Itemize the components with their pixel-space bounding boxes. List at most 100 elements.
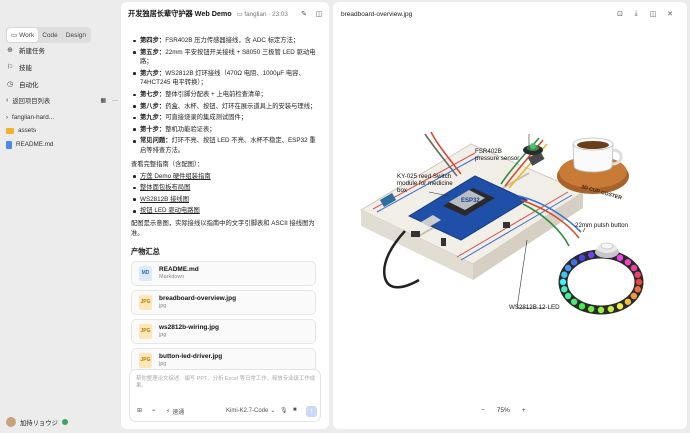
usb-cable <box>382 230 420 289</box>
zoom-level: 75% <box>496 407 510 414</box>
sidebar-item-skills[interactable]: ⚐ 技能 <box>6 61 118 73</box>
paperclip-icon[interactable]: ⌁ <box>152 408 156 414</box>
edit-icon[interactable]: ✎ <box>301 11 307 18</box>
led-dot <box>635 278 643 286</box>
output-card-breadboard[interactable]: JPG breadboard-overview.jpg jpg <box>131 289 316 315</box>
image-file-icon: JPG <box>139 323 152 339</box>
chevron-left-icon: ‹ <box>6 97 9 104</box>
file-name: breadboard-overview.jpg <box>159 294 237 302</box>
zoom-in-button[interactable]: + <box>521 407 526 414</box>
chat-input-box[interactable]: 帮你整理论文综述、编写 PPT、分析 Excel 等日常工作，释放专业级工作成果… <box>129 369 321 422</box>
page-title: 开发独居长辈守护器 Web Demo <box>128 9 232 18</box>
image-file-icon: JPG <box>139 294 152 310</box>
model-selector[interactable]: Kimi-K2.7-Code ⌄ <box>226 407 276 415</box>
zoom-out-button[interactable]: − <box>481 407 485 414</box>
outputs-title: 产物汇总 <box>131 246 160 256</box>
breadboard-illustration: ESP32 3D CUP COSTER <box>359 131 644 315</box>
link-assembly-guide[interactable]: 方莲 Demo 硬件组装指南 <box>140 172 211 180</box>
tab-work[interactable]: ▭ Work <box>7 28 39 42</box>
link-ws2812b-wiring[interactable]: WS2812B 接线图 <box>140 195 189 203</box>
file-type: jpg <box>159 302 167 309</box>
led-dot <box>616 303 624 310</box>
led-dot <box>624 259 632 266</box>
microphone-icon[interactable]: 🎙 <box>280 408 288 414</box>
new-task-icon: ⊕ <box>7 47 13 54</box>
tree-item-project[interactable]: › fanglian-hard... <box>6 112 118 123</box>
label-button: 22mm putsh button <box>575 222 629 229</box>
list-item: 常见问题：灯环不亮、按钮 LED 不亮、水杯不稳定、ESP32 重启等排查方法。 <box>131 136 321 155</box>
esp32-chip-label: ESP32 <box>461 198 480 204</box>
mode-switch: ▭ Work Code Design <box>6 27 91 43</box>
tree-item-assets[interactable]: assets <box>6 125 118 136</box>
markdown-file-icon: MD <box>139 265 152 281</box>
tree-item-readme[interactable]: README.md <box>6 139 118 150</box>
led-dot <box>624 298 632 305</box>
led-dot <box>578 254 586 261</box>
open-with-icon[interactable]: ⊡ <box>617 11 623 18</box>
tree-item-label: assets <box>18 127 37 134</box>
label-reed-2: module for medicine <box>397 180 453 187</box>
led-dot <box>578 303 586 310</box>
back-label: 返回项目列表 <box>12 98 51 105</box>
output-card-readme[interactable]: MD README.md Markdown <box>131 260 316 286</box>
reed-module <box>379 193 397 207</box>
chevron-right-icon: › <box>6 114 8 121</box>
add-attachment-icon[interactable]: ⊞ <box>137 408 143 414</box>
label-fsr: FSR402B <box>475 148 502 155</box>
file-name: button-led-driver.jpg <box>159 352 223 360</box>
panel-split-icon[interactable]: ◫ <box>649 11 657 18</box>
zoom-controls: − 75% + <box>481 407 526 414</box>
list-item: WS2812B 接线图 <box>131 195 321 205</box>
list-item: 按钮 LED 驱动电路图 <box>131 206 321 216</box>
tree-item-label: README.md <box>16 141 54 148</box>
guide-intro: 查看完整指南（含配图）： <box>131 160 204 168</box>
led-dot <box>587 305 595 313</box>
sidebar-item-new-task[interactable]: ⊕ 新建任务 <box>6 44 118 56</box>
list-item: 第六步：WS2812B 灯环接线（470Ω 电阻、1000μF 电容、74HCT… <box>131 69 321 88</box>
sidebar: ▭ Work Code Design ⊕ 新建任务 ⚐ 技能 ◷ 自动化 ‹ 返… <box>0 0 121 433</box>
led-dot <box>570 259 578 266</box>
led-dot <box>559 278 567 286</box>
message-content: 第四步：FSR402B 压力传感器接线，含 ADC 标定方法； 第五步：22mm… <box>131 36 321 377</box>
led-dot <box>564 292 572 300</box>
close-icon[interactable]: ✕ <box>667 11 673 18</box>
link-button-led-driver[interactable]: 按钮 LED 驱动电路图 <box>140 207 200 215</box>
folder-outline-icon: ▭ <box>236 10 243 18</box>
send-button[interactable]: ↑ <box>306 406 317 417</box>
automation-icon: ◷ <box>6 81 14 88</box>
file-name: README.md <box>159 265 199 273</box>
list-item: 第七步：整体引脚分配表 + 上电前检查清单； <box>131 90 321 100</box>
download-icon[interactable]: ⤓ <box>634 10 638 17</box>
mug <box>572 137 623 173</box>
mode-selector[interactable]: ⚡ 速通 <box>166 409 185 416</box>
label-reed-3: box <box>397 187 408 194</box>
avatar <box>6 417 16 427</box>
layout-icon[interactable]: ▦ <box>100 98 106 104</box>
chat-panel: 开发独居长辈守护器 Web Demo ▭ fanglian · 23:03 ✎ … <box>121 2 329 429</box>
callout-lines <box>428 134 586 309</box>
output-card-ws2812b[interactable]: JPG ws2812b-wiring.jpg jpg <box>131 318 316 344</box>
stop-icon[interactable]: ■ <box>293 407 297 413</box>
output-card-button-led[interactable]: JPG button-led-driver.jpg jpg <box>131 347 316 373</box>
tab-work-label: Work <box>19 31 35 39</box>
chat-input-placeholder: 帮你整理论文综述、编写 PPT、分析 Excel 等日常工作，释放专业级工作成果… <box>136 376 316 389</box>
tab-design[interactable]: Design <box>65 31 86 39</box>
list-item: 第九步：可直接烧录的集成测试固件； <box>131 113 321 123</box>
led-dot <box>561 286 568 293</box>
led-dot <box>564 264 572 272</box>
tab-code[interactable]: Code <box>42 31 58 39</box>
label-ring: WS2812B 12-LED <box>509 304 560 311</box>
transistor <box>441 238 446 246</box>
image-viewer: breadboard-overview.jpg ⊡ ⤓ ◫ ✕ ESP32 <box>333 2 687 429</box>
file-type: Markdown <box>159 273 185 280</box>
link-breadboard-layout[interactable]: 整体面包板布局图 <box>140 184 191 192</box>
list-item: 第四步：FSR402B 压力传感器接线，含 ADC 标定方法； <box>131 36 321 46</box>
user-name: 加持リョウジ <box>20 419 58 427</box>
project-badge: ▭ fanglian · 23:03 <box>236 10 288 18</box>
sidebar-item-automation[interactable]: ◷ 自动化 <box>6 78 118 90</box>
more-icon[interactable]: ··· <box>112 97 118 104</box>
panel-toggle-icon[interactable]: ◫ <box>315 11 323 18</box>
back-to-projects[interactable]: ‹ 返回项目列表 ▦ ··· <box>6 96 118 105</box>
viewer-file-title: breadboard-overview.jpg <box>341 10 413 18</box>
user-profile[interactable]: 加持リョウジ <box>6 417 68 427</box>
